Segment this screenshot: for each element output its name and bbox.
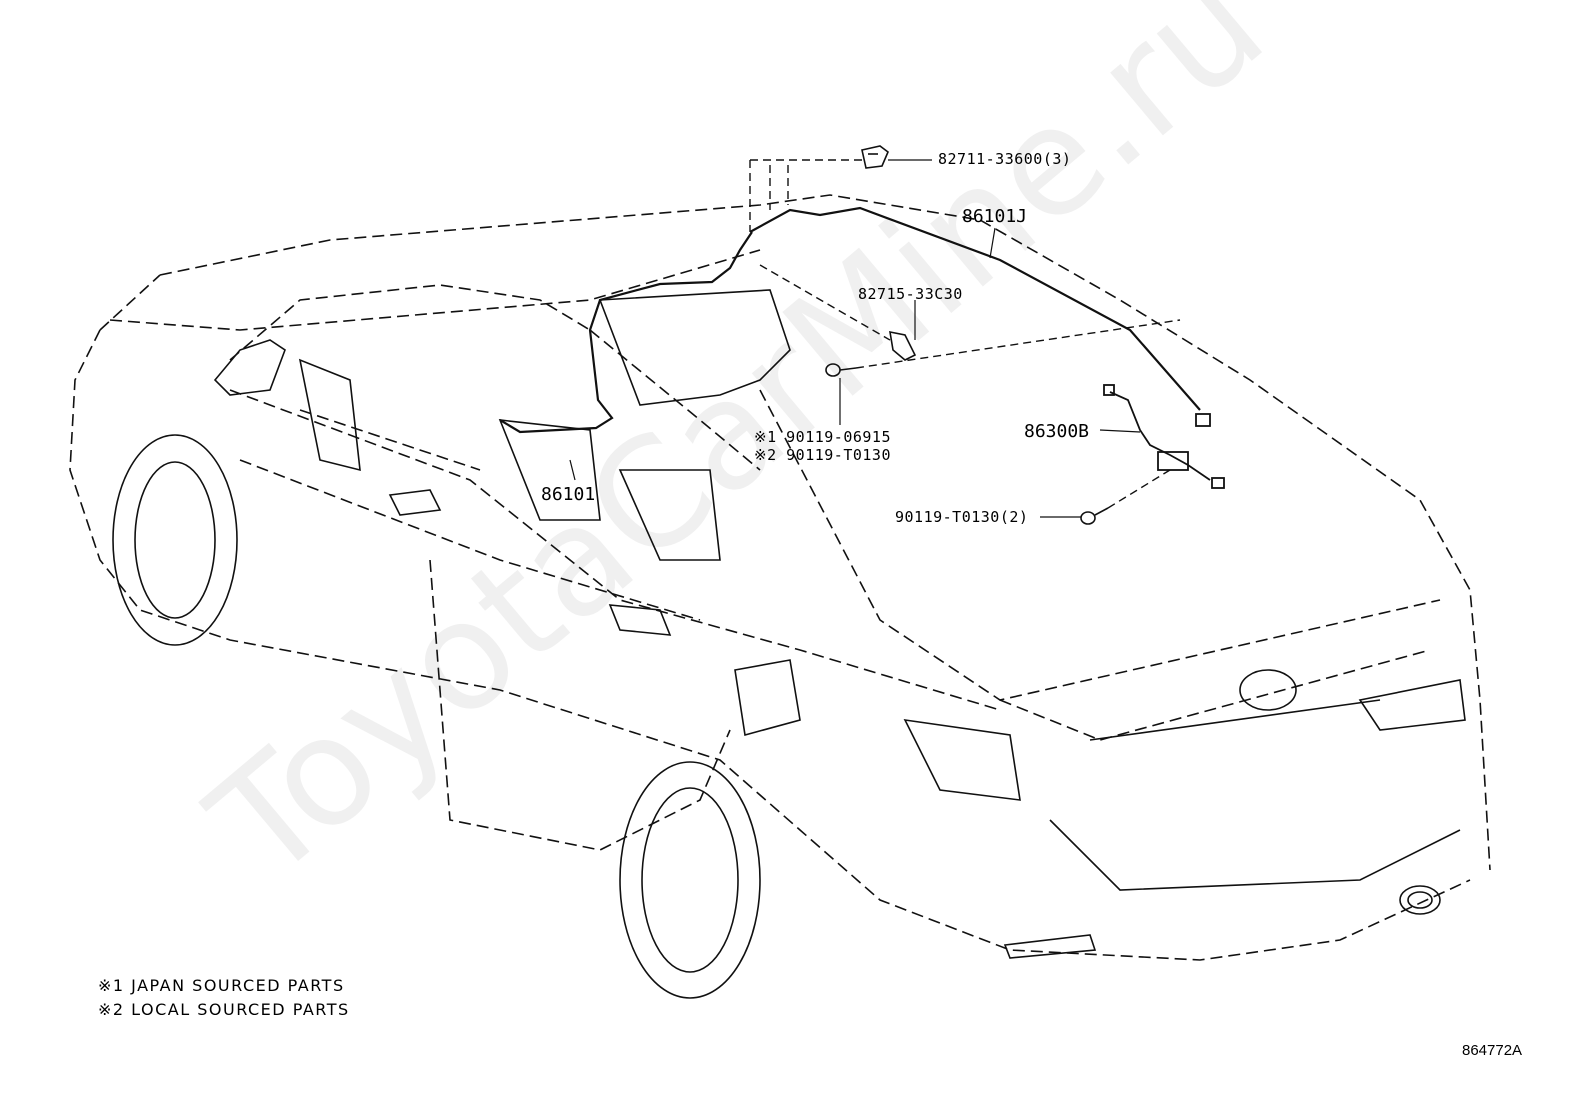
part-label-86300b: 86300B (1024, 421, 1090, 442)
part-label-90119-t0130: 90119-T0130(2) (895, 508, 1029, 526)
part-label-82715: 82715-33C30 (858, 285, 963, 303)
note-local-sourced: ※2 LOCAL SOURCED PARTS (98, 1000, 350, 1019)
part-label-90119-06915: ※1 90119-06915 (754, 428, 891, 446)
part-label-86101: 86101 (541, 484, 596, 505)
note-japan-sourced: ※1 JAPAN SOURCED PARTS (98, 976, 345, 995)
part-label-90119-t0130-local: ※2 90119-T0130 (754, 446, 891, 464)
part-label-86101j: 86101J (962, 206, 1028, 227)
part-label-82711: 82711-33600(3) (938, 150, 1072, 168)
diagram-code: 864772A (1462, 1042, 1523, 1059)
